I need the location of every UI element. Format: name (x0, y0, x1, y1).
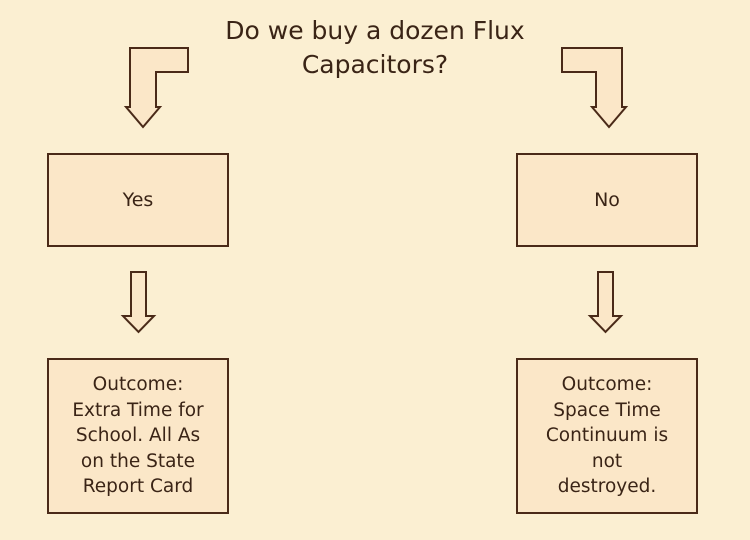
outcome-line: School. All As (75, 425, 201, 447)
arrow-yes-to-outcome (120, 271, 157, 334)
outcome-line: Outcome: (92, 374, 184, 396)
outcome-line: not (591, 450, 623, 472)
outcome-text: Outcome: Space Time Continuum is not des… (546, 372, 668, 500)
choice-box-yes: Yes (47, 153, 229, 247)
outcome-box-no: Outcome: Space Time Continuum is not des… (516, 358, 698, 514)
outcome-line: Space Time (553, 399, 661, 421)
outcome-line: Outcome: (561, 374, 653, 396)
question-line: Do we buy a dozen Flux (225, 16, 525, 45)
question-line: Capacitors? (301, 50, 449, 79)
decision-question: Do we buy a dozen Flux Capacitors? (200, 14, 550, 82)
choice-label: Yes (122, 189, 154, 211)
arrow-question-to-yes (123, 47, 189, 129)
arrow-no-to-outcome (587, 271, 624, 334)
outcome-line: Extra Time for (72, 399, 204, 421)
outcome-line: destroyed. (557, 476, 657, 498)
arrow-question-to-no (561, 47, 629, 129)
outcome-box-yes: Outcome: Extra Time for School. All As o… (47, 358, 229, 514)
choice-label: No (594, 189, 620, 211)
outcome-text: Outcome: Extra Time for School. All As o… (72, 372, 203, 500)
outcome-line: Continuum is (545, 425, 669, 447)
outcome-line: Report Card (82, 476, 194, 498)
choice-box-no: No (516, 153, 698, 247)
outcome-line: on the State (80, 450, 196, 472)
